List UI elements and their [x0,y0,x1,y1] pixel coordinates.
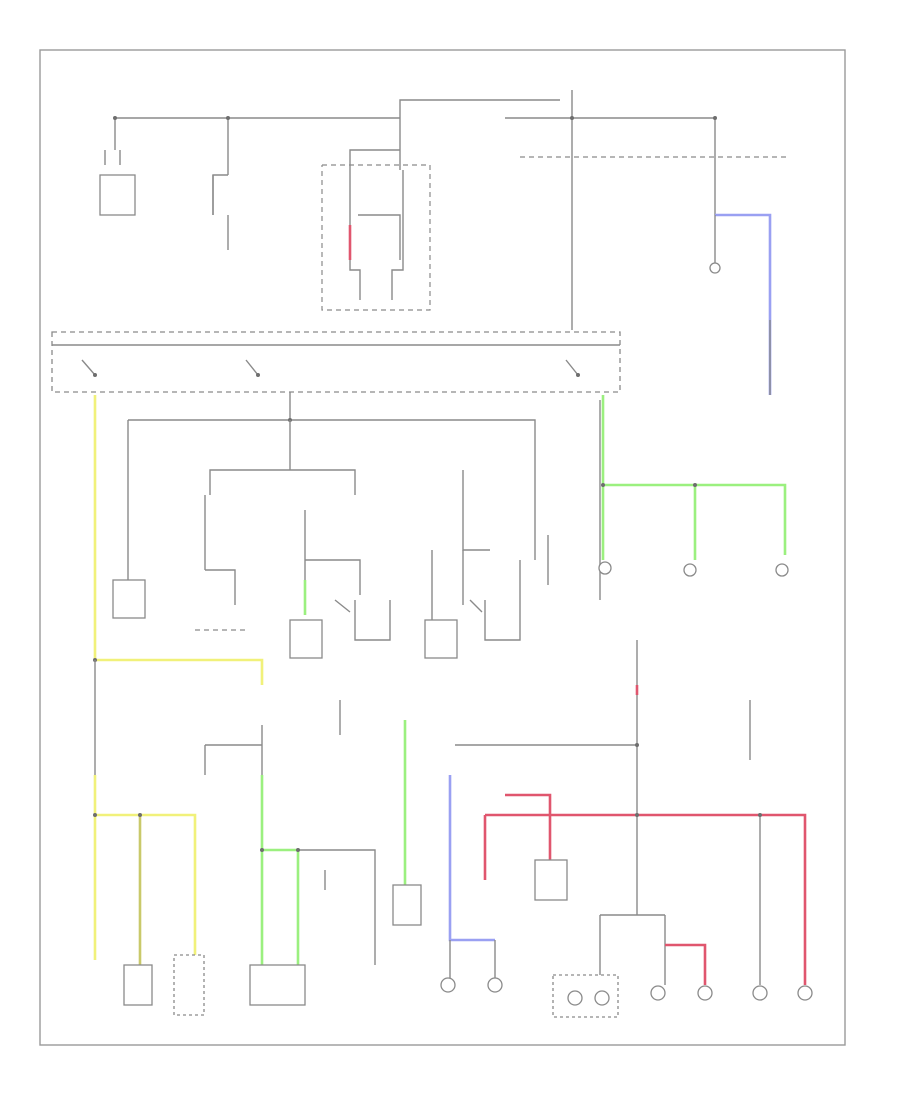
module-box-3 [424,619,458,659]
generator-box [99,174,136,216]
ignition-switch [51,331,621,393]
module-box-1 [112,579,146,619]
yellow-branch [93,395,264,1016]
red-blue-branch [440,640,813,1018]
middle-section [112,392,601,659]
lower-center [204,700,422,1006]
lamp-pair-box [249,964,306,1006]
diagram-frame [39,49,846,1046]
green-branch [598,395,789,577]
bulb-housing-2 [173,954,205,1016]
lamp-box-right [534,859,568,901]
top-section [99,90,790,395]
module-box-2 [289,619,323,659]
bulb-housing-1 [123,964,153,1006]
lamp-box-center [392,884,422,926]
